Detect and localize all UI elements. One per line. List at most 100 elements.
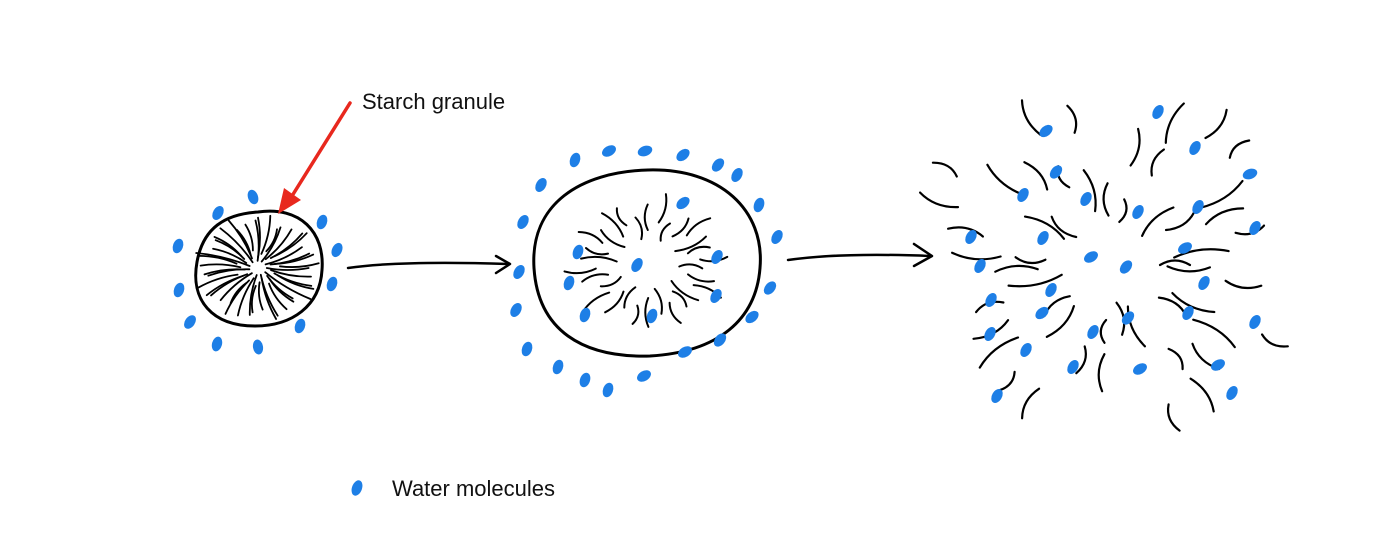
water-molecule [1084, 251, 1098, 263]
water-molecule [602, 145, 616, 157]
chain-stroke [1102, 182, 1110, 217]
striation-stroke [214, 239, 246, 260]
striation-stroke [219, 272, 253, 302]
striation-stroke [599, 275, 622, 288]
water-molecule [247, 189, 259, 205]
water-molecule [637, 370, 651, 382]
striation-stroke [265, 267, 310, 271]
chain-stroke [1158, 259, 1192, 267]
granule-2-water-molecules [510, 145, 783, 398]
water-molecule [631, 258, 643, 272]
water-molecule [563, 275, 575, 291]
granule-1-striations [195, 214, 320, 320]
starch-granule-label: Starch granule [362, 89, 505, 114]
striation-stroke [687, 273, 715, 283]
water-molecule [676, 148, 690, 162]
water-molecule [985, 293, 997, 307]
water-molecule [646, 308, 658, 324]
striation-stroke [212, 247, 248, 264]
chain-stroke [1199, 179, 1244, 209]
water-molecule [212, 206, 224, 220]
water-molecule [1119, 260, 1133, 274]
striation-stroke [274, 253, 315, 265]
stage-2-swollen-granule [510, 145, 783, 398]
striation-stroke [674, 235, 707, 253]
granule-1-water-molecules [172, 189, 343, 355]
chain-stroke [1082, 169, 1097, 213]
water-molecule [1035, 306, 1049, 320]
striation-stroke [264, 271, 312, 300]
water-molecule [211, 336, 223, 352]
water-molecule [1226, 386, 1238, 400]
water-molecule [965, 230, 977, 244]
striation-stroke [266, 275, 294, 300]
legend-label: Water molecules [392, 476, 555, 501]
chain-stroke [947, 226, 984, 238]
striation-stroke [585, 247, 609, 256]
chain-stroke [1173, 248, 1230, 259]
striation-stroke [269, 252, 311, 266]
striation-stroke [265, 228, 278, 253]
chain-stroke [1126, 305, 1146, 348]
water-molecule [713, 333, 727, 347]
water-molecule [517, 215, 529, 229]
water-molecule [1067, 360, 1079, 374]
striation-stroke [601, 212, 625, 238]
chain-stroke [1167, 347, 1184, 371]
striation-stroke [273, 272, 313, 287]
striation-stroke [631, 304, 640, 325]
water-molecule [173, 282, 185, 298]
water-molecule [510, 303, 522, 317]
water-molecule [1152, 105, 1164, 119]
striation-stroke [251, 285, 257, 314]
chain-stroke [1204, 108, 1228, 140]
water-molecule [252, 339, 264, 355]
striation-stroke [657, 193, 668, 224]
striation-stroke [581, 273, 610, 283]
water-molecule [1121, 311, 1135, 325]
water-molecule [1211, 359, 1225, 371]
striation-stroke [237, 277, 255, 317]
water-molecule [331, 242, 343, 258]
water-molecule [579, 372, 591, 388]
chain-stroke [1192, 318, 1236, 349]
striation-stroke [678, 263, 704, 270]
water-molecule [1080, 192, 1092, 206]
chain-stroke [1066, 104, 1078, 134]
striation-stroke [671, 217, 690, 238]
striation-stroke [213, 236, 243, 258]
water-molecule [1087, 325, 1099, 339]
striation-stroke [219, 227, 254, 264]
striation-stroke [260, 226, 282, 263]
chain-stroke [951, 251, 1002, 261]
granule-outline-2 [532, 168, 762, 358]
striation-stroke [264, 228, 293, 261]
water-molecule [535, 178, 547, 192]
chain-stroke [1166, 403, 1181, 432]
chain-stroke [1099, 318, 1108, 344]
water-molecule [184, 315, 196, 329]
striation-stroke [577, 231, 604, 244]
water-molecule [1133, 363, 1147, 375]
pointer-arrow-head [278, 188, 301, 214]
striation-stroke [580, 255, 618, 263]
water-molecule [771, 230, 783, 244]
water-molecule [676, 196, 690, 210]
water-molecule [711, 250, 723, 264]
water-molecule [1132, 205, 1144, 219]
striation-stroke [260, 214, 272, 255]
chain-stroke [1228, 139, 1251, 159]
water-molecule [1198, 276, 1210, 290]
striation-stroke [270, 269, 312, 278]
water-molecule [745, 310, 759, 324]
water-molecule [1178, 242, 1192, 254]
stage-3-dispersed-chains [919, 99, 1289, 432]
water-molecule [974, 259, 986, 273]
water-molecule [637, 145, 653, 157]
chain-stroke [1097, 353, 1106, 393]
striation-stroke [604, 290, 625, 314]
water-molecule [1039, 124, 1053, 138]
water-molecule [678, 346, 692, 358]
striation-stroke [615, 207, 628, 227]
striation-stroke [671, 290, 688, 308]
